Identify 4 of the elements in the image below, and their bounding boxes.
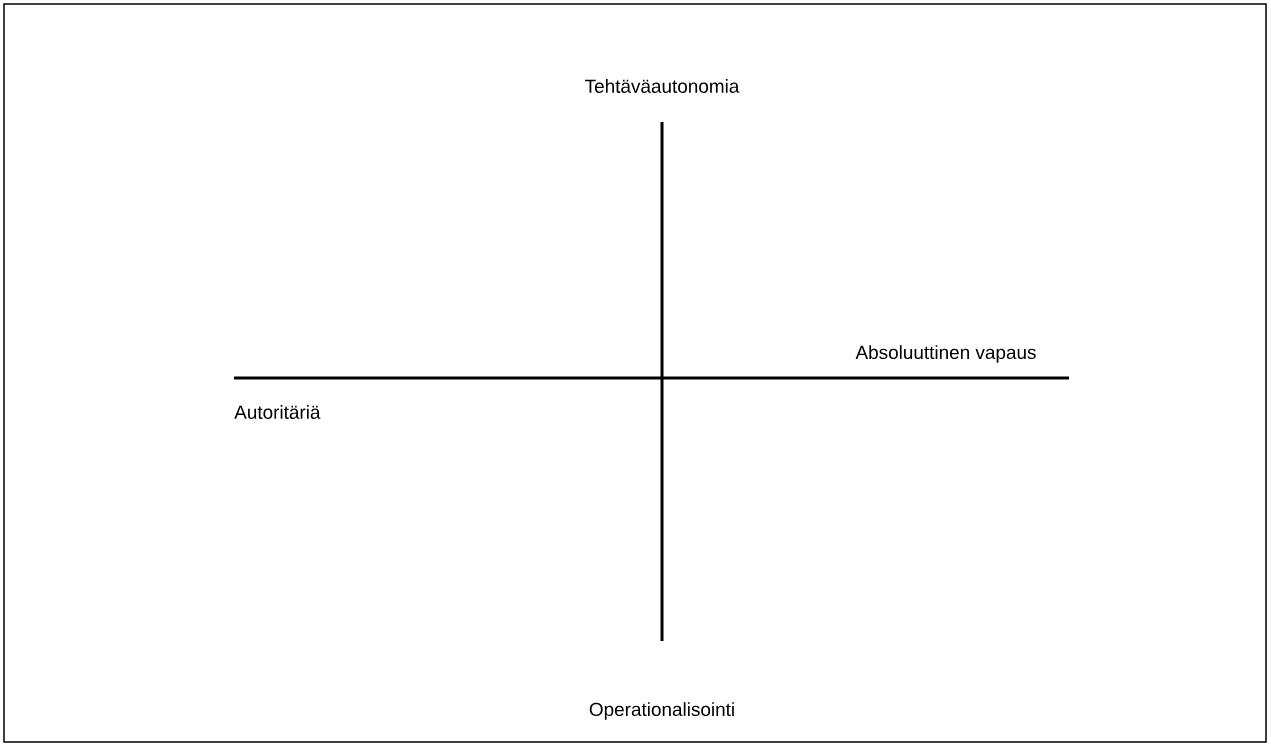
- axis-label: Autoritäriä: [234, 405, 321, 419]
- axis-label: Tehtäväautonomia: [585, 79, 740, 93]
- axis-label: Operationalisointi: [589, 702, 734, 720]
- axis-label: Absoluuttinen vapaus: [855, 345, 1036, 363]
